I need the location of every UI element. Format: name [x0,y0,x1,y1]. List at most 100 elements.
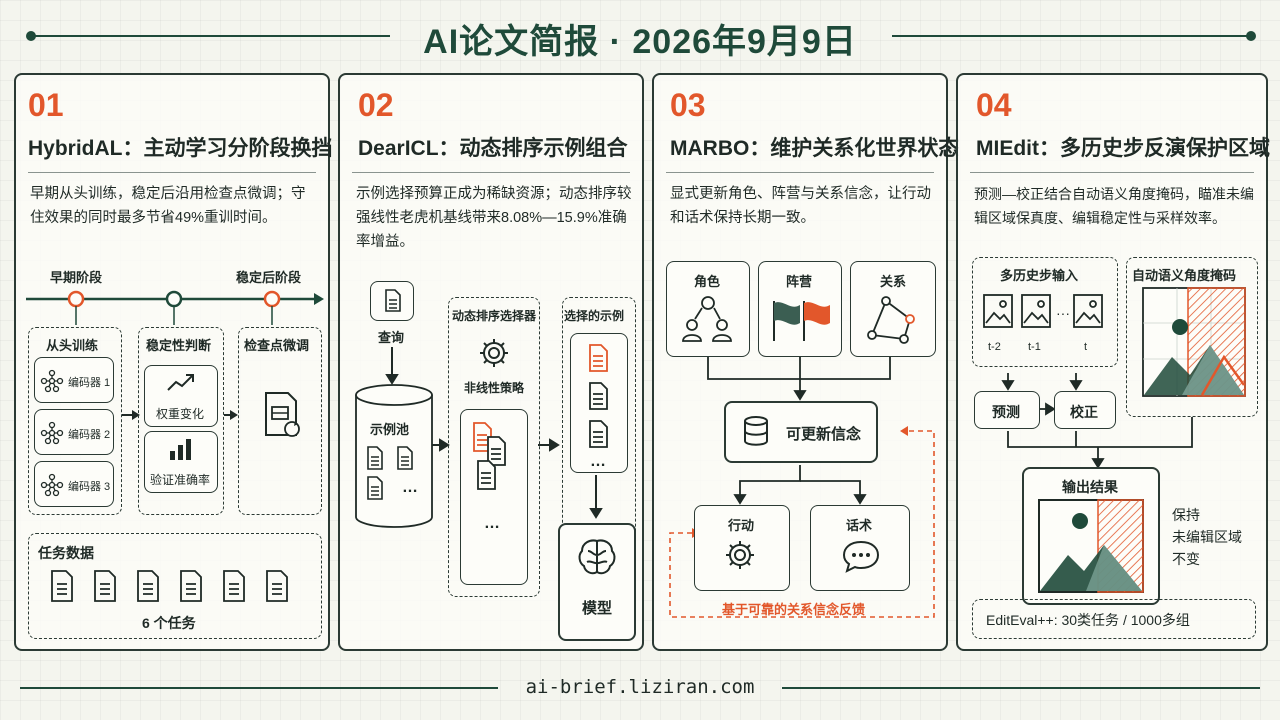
predict-box [974,391,1040,429]
feedback-label: 基于可靠的关系信念反馈 [722,602,866,617]
correct-box [1054,391,1116,429]
keep-line: 不变 [1172,551,1200,567]
miedit-flow [1001,373,1193,469]
encoder-2-label: 编码器 2 [68,429,111,441]
phase-late-label: 稳定后阶段 [236,270,302,285]
checkpoint-doc-icon [265,392,300,437]
stability-group [138,327,224,515]
multi-step-input-group [972,257,1118,367]
panel-description: 早期从头训练，稳定后沿用检查点微调；守住效果的同时最多节省49%重训时间。 [30,186,306,226]
flags-icon [773,301,830,341]
auto-mask-label: 自动语义角度掩码 [1132,268,1237,283]
panel-hybridal: 01 HybridAL：主动学习分阶段换挡 早期从头训练，稳定后沿用检查点微调；… [14,73,333,651]
weight-change-box [144,365,218,427]
panel-title: HybridAL：主动学习分阶段换挡 [28,137,333,160]
task-count-label: 6 个任务 [142,615,196,631]
encoder-2-box [34,409,114,455]
panel-dearicl: 02 DearICL：动态排序示例组合 示例选择预算正成为稀缺资源；动态排序较强… [338,73,644,651]
action-box [694,505,790,591]
val-acc-box [144,431,218,493]
panel-divider [28,172,316,173]
gear-icon [726,541,754,569]
network-icon [40,369,64,393]
network-icon [40,421,64,445]
panel-title: MARBO：维护关系化世界状态 [670,137,960,160]
speech-bubble-icon [842,540,880,573]
role-label: 角色 [694,274,721,289]
weight-change-label: 权重变化 [156,407,205,421]
panel-description: 显式更新角色、阵营与关系信念，让行动和话术保持长期一致。 [670,186,931,226]
database-icon [744,416,768,446]
panel-divider [970,172,1254,173]
selected-label: 选择的示例 [564,309,625,323]
page-title: AI论文简报 · 2026年9月9日 [423,23,857,61]
task-data-group [28,533,322,639]
panel-number: 03 [670,87,706,123]
finetune-label: 检查点微调 [244,338,310,353]
step-label: t-2 [988,341,1001,353]
header-left-rule [34,35,390,37]
correct-label: 校正 [1070,404,1098,420]
panel-title: MIEdit：多历史步反演保护区域 [976,137,1270,160]
panel-divider [666,172,934,173]
encoder-3-label: 编码器 3 [68,481,111,493]
relation-label: 关系 [880,274,907,289]
brain-icon [578,539,616,575]
keep-line: 保持 [1172,507,1200,523]
image-frames [983,294,1103,328]
val-acc-label: 验证准确率 [150,473,211,487]
stability-label: 稳定性判断 [146,338,212,353]
document-icons [51,570,288,602]
document-icon [385,289,401,312]
relation-graph-icon [867,296,915,344]
footer-url[interactable]: ai-brief.liziran.com [525,676,755,698]
selector-label: 动态排序选择器 [452,309,537,323]
timeline [26,290,324,420]
panel-divider [352,172,630,173]
encoder-1-label: 编码器 1 [68,377,111,389]
step-label: t-1 [1028,341,1041,353]
multi-step-dots: ··· [1056,305,1070,321]
ranked-document-icons [473,422,506,490]
panel-miedit: 04 MIEdit：多历史步反演保护区域 预测—校正结合自动语义角度掩码，瞄准未… [956,73,1270,651]
network-icon [40,473,64,497]
action-label: 行动 [728,518,755,533]
pool-ellipsis: … [402,479,418,496]
bar-chart-icon [170,439,191,460]
bench-label: EditEval++: 30类任务 / 1000多组 [986,612,1190,628]
panel-description: 预测—校正结合自动语义角度掩码，瞄准未编辑区域保真度、编辑稳定性与采样效率。 [974,186,1254,226]
masked-image-icon [1142,287,1246,397]
header-right-rule [892,35,1248,37]
speech-label: 话术 [846,518,873,533]
scratch-training-label: 从头训练 [46,338,99,353]
query-box [370,281,414,321]
query-label: 查询 [378,330,405,345]
model-label: 模型 [582,600,613,617]
finetune-group [238,327,322,515]
bench-box [972,599,1256,639]
selector-ellipsis: … [484,515,500,532]
trend-up-icon [167,374,194,391]
keep-line: 未编辑区域 [1172,529,1242,545]
selected-ellipsis: … [590,453,606,470]
panel-marbo: 03 MARBO：维护关系化世界状态 显式更新角色、阵营与关系信念，让行动和话术… [652,73,959,651]
auto-mask-group [1126,257,1258,417]
selected-examples-box [570,333,628,473]
panel-title: DearICL：动态排序示例组合 [358,137,628,160]
database-cylinder [355,384,433,528]
multi-step-input-label: 多历史步输入 [1000,268,1079,283]
gear-icon [480,339,508,367]
panel-number: 01 [28,87,64,123]
panel-number: 04 [976,87,1012,123]
policy-label: 非线性策略 [464,381,525,395]
header-right-dot [1246,31,1256,41]
pool-document-icons [367,446,413,500]
encoder-3-box [34,461,114,507]
flow-lines [669,357,935,618]
output-label: 输出结果 [1062,479,1118,495]
belief-box [724,401,878,463]
predict-label: 预测 [992,404,1020,420]
panel-number: 02 [358,87,394,123]
header-left-dot [26,31,36,41]
scratch-training-group [28,327,122,515]
